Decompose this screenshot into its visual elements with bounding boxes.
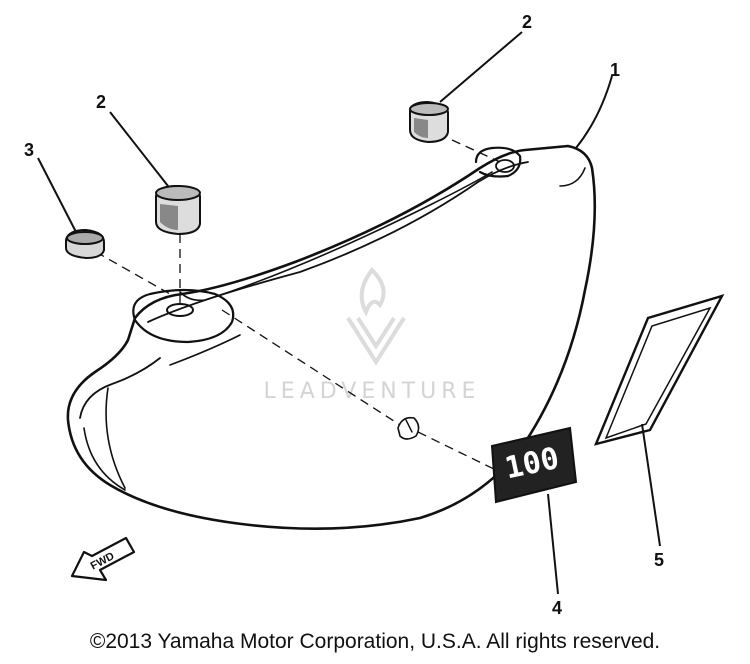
callout-1: 1 [610, 60, 620, 80]
callout-2-rear: 2 [522, 12, 532, 32]
washer [65, 228, 105, 260]
callout-3: 3 [24, 140, 34, 160]
assembly-leader-lines [95, 139, 501, 473]
fwd-arrow-icon: FWD [70, 536, 136, 582]
copyright-notice: ©2013 Yamaha Motor Corporation, U.S.A. A… [89, 630, 661, 653]
callout-leaders [37, 31, 661, 595]
watermark-logo-icon [346, 266, 406, 366]
grommet-rear [409, 100, 449, 144]
emblem-plate [593, 294, 725, 446]
callout-2-front: 2 [96, 92, 106, 112]
watermark-brand: LEADVENTURE [264, 379, 481, 404]
callout-5: 5 [654, 550, 664, 570]
grommet-front [155, 184, 201, 236]
callouts: 1 2 2 3 4 5 [24, 12, 664, 618]
emblem-100: 100 [490, 426, 578, 504]
side-cover [66, 144, 597, 530]
watermark: LEADVENTURE [264, 266, 481, 404]
callout-4: 4 [552, 598, 562, 618]
